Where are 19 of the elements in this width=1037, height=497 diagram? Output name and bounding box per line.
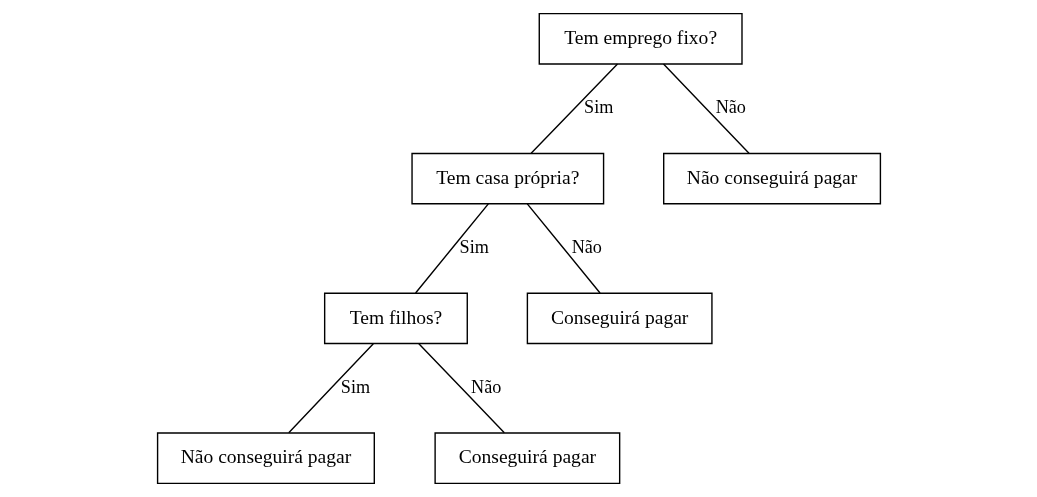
node-box: Tem emprego fixo? [538,12,743,65]
connector [662,63,750,154]
connector [414,203,489,294]
node-box: Tem filhos? [323,292,468,345]
node-box: Tem casa própria? [410,152,604,205]
node-box: Não conseguirá pagar [662,152,881,205]
edge-label: Não [715,97,746,118]
node-box: Conseguirá pagar [526,292,713,345]
edge-label: Não [571,237,602,258]
node-box: Conseguirá pagar [433,432,620,485]
edge-label: Sim [459,237,489,258]
edge-label: Sim [340,377,370,398]
connector [417,342,505,434]
connector [526,203,601,294]
node-box: Não conseguirá pagar [156,432,375,485]
connector [529,63,618,154]
edge-label: Não [470,377,501,398]
connector [287,342,374,434]
edge-label: Sim [583,97,613,118]
